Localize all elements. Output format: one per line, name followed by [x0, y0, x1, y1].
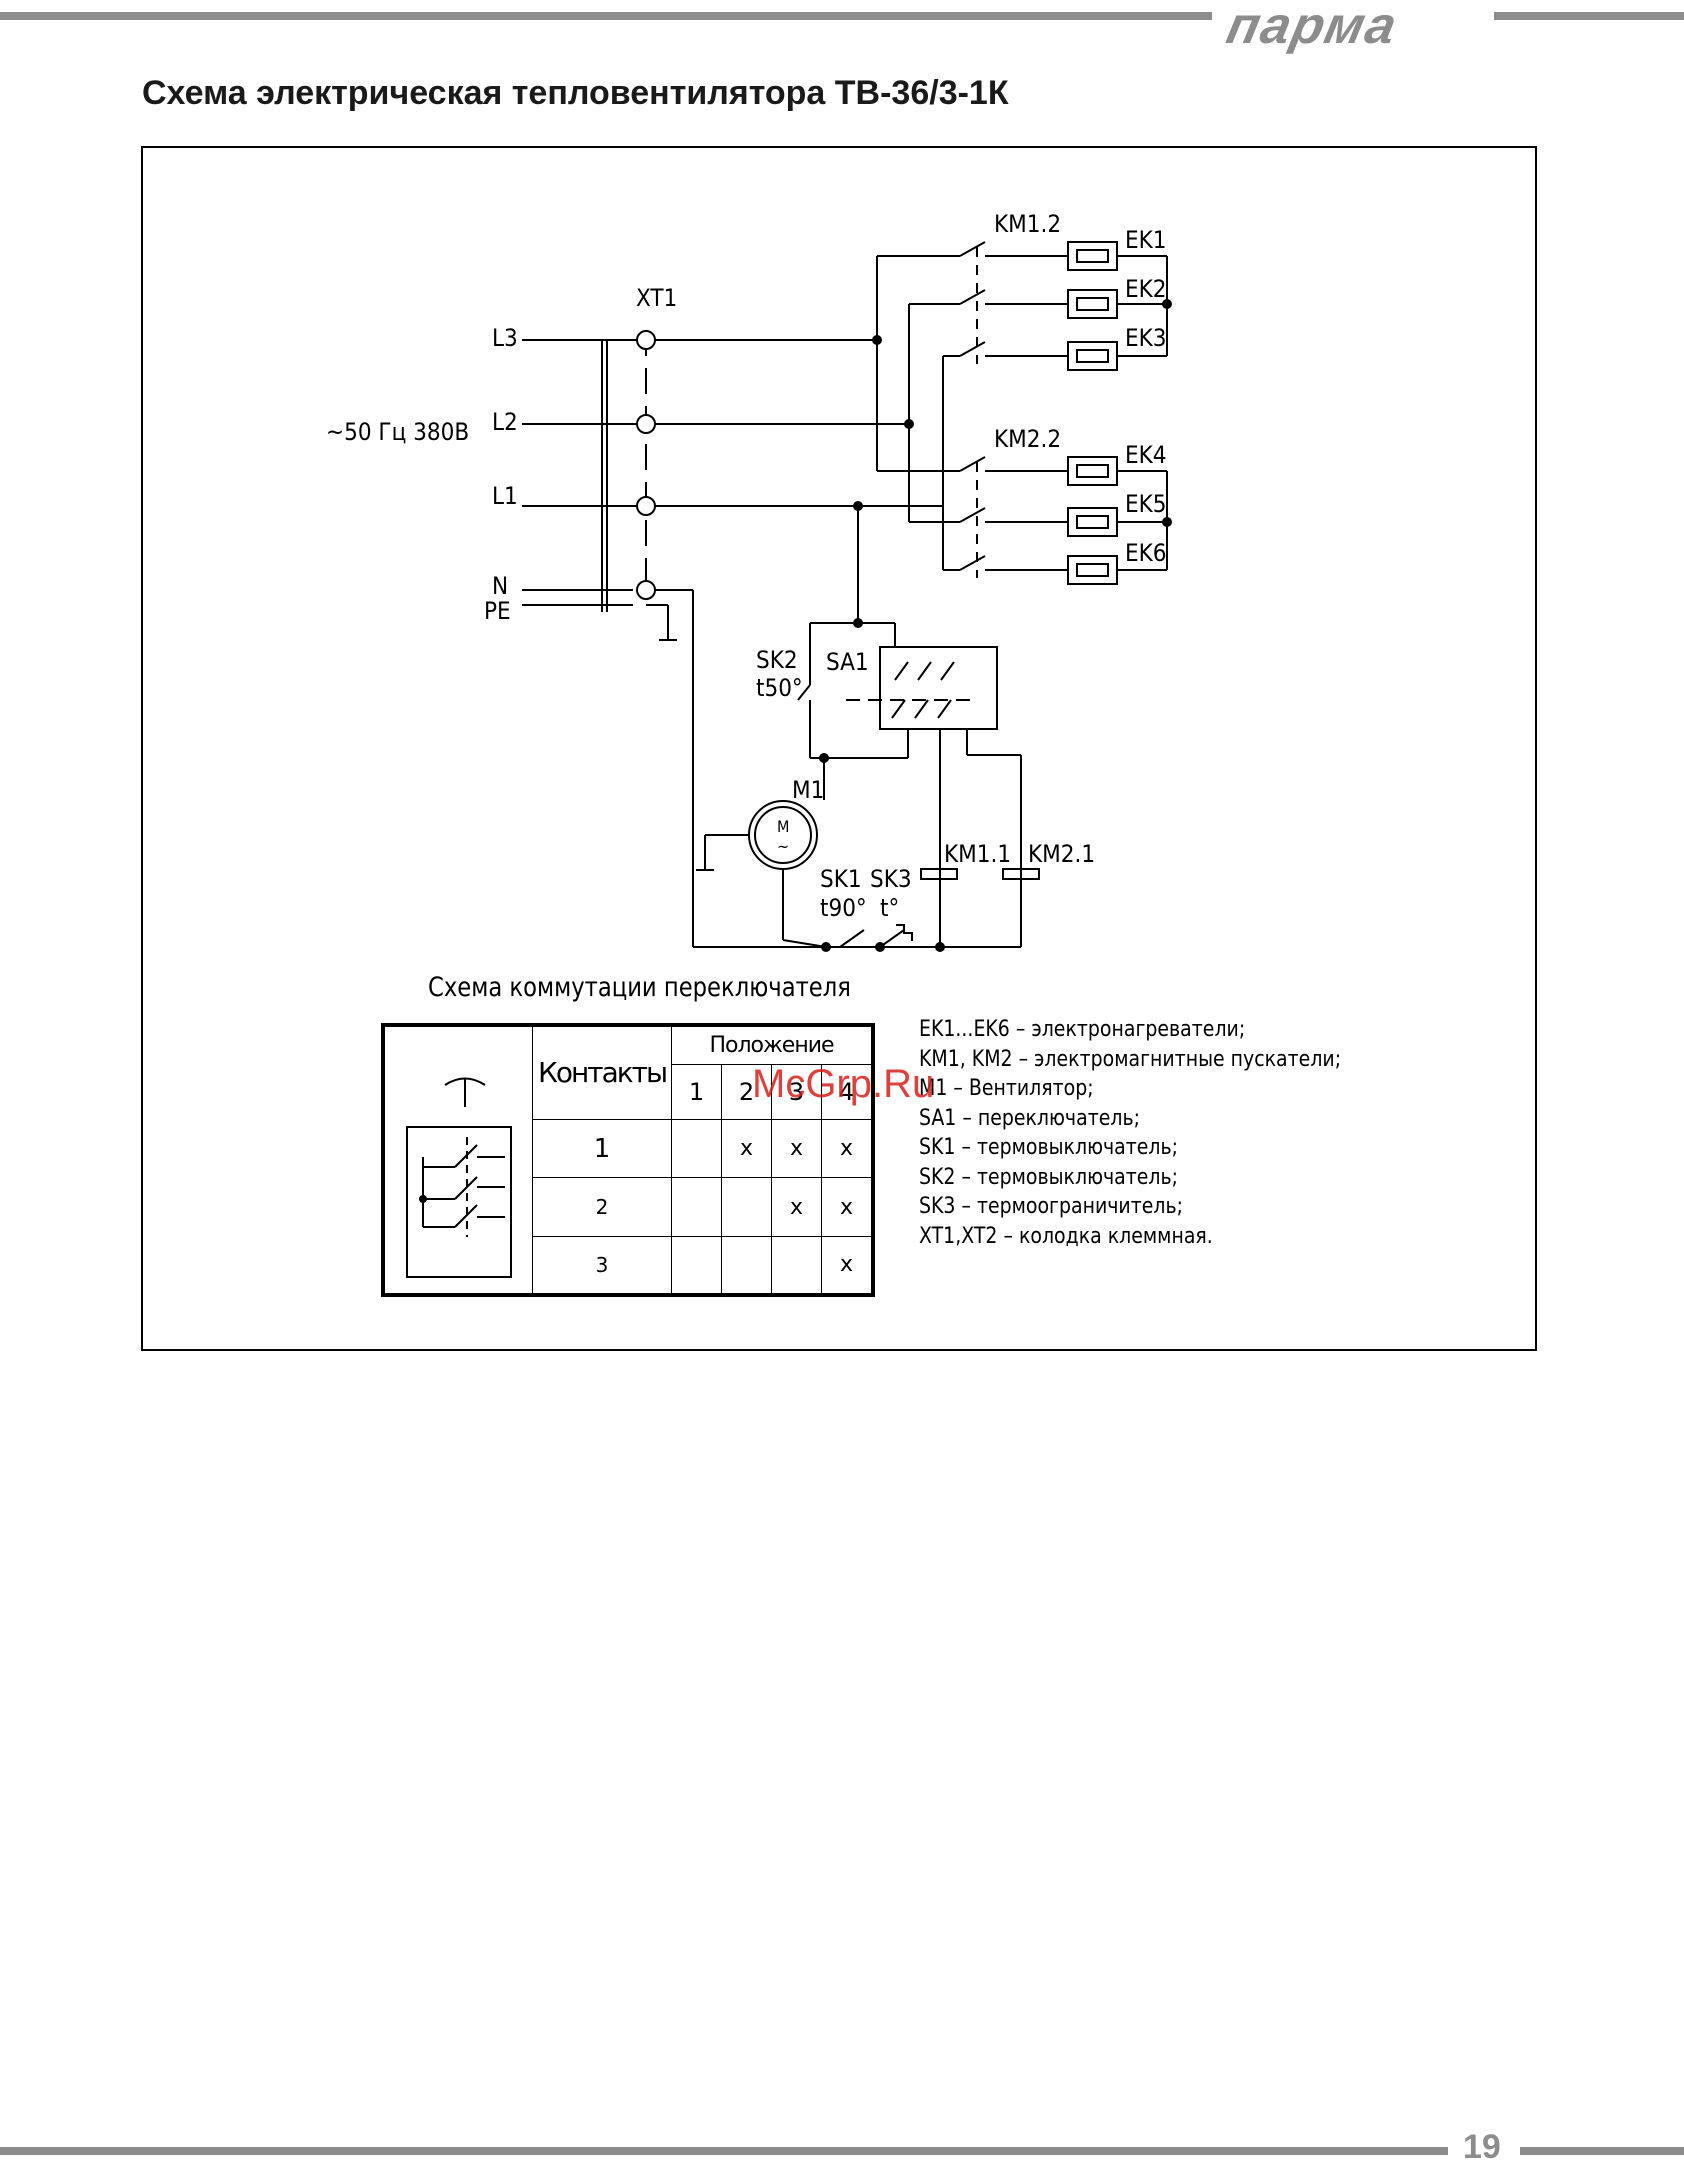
legend-item: M1 – Вентилятор;	[919, 1076, 1094, 1101]
label-l1: L1	[492, 482, 518, 510]
label-ek6: EK6	[1125, 539, 1167, 567]
table-row: 2 x x	[383, 1177, 874, 1237]
contact-mark	[771, 1235, 822, 1296]
motor-m-label: M	[777, 817, 789, 836]
contact-label: 3	[532, 1235, 672, 1296]
legend-item: SK1 – термовыключатель;	[919, 1135, 1179, 1160]
diagram-frame	[141, 146, 1537, 1351]
label-km11: KM1.1	[944, 840, 1011, 868]
position-col-4: 4	[821, 1063, 874, 1120]
label-sk1: SK1	[820, 865, 862, 893]
legend: EK1...EK6 – электронагреватели; KM1, KM2…	[919, 1015, 1435, 1251]
contact-mark	[721, 1235, 772, 1296]
position-col-2: 2	[721, 1063, 772, 1120]
label-km21: KM2.1	[1028, 840, 1095, 868]
label-sk2-temp: t50°	[756, 674, 803, 702]
contact-mark: x	[821, 1118, 874, 1179]
contact-mark: x	[771, 1177, 822, 1237]
position-col-1: 1	[671, 1063, 722, 1120]
position-header: Положение	[671, 1024, 874, 1065]
switch-table-title: Схема коммутации переключателя	[428, 972, 851, 1003]
label-m1: M1	[792, 776, 824, 804]
contact-mark: x	[771, 1118, 822, 1179]
legend-item: XT1,XT2 – колодка клеммная.	[919, 1223, 1213, 1249]
footer-rule-left	[0, 2147, 1448, 2155]
label-supply: ~50 Гц 380В	[326, 418, 469, 446]
contacts-header: Контакты	[532, 1024, 672, 1120]
switch-symbol-icon	[406, 1077, 512, 1278]
contact-mark: x	[721, 1118, 772, 1179]
watermark: McGrp.Ru	[752, 1062, 935, 1106]
header-rule-right	[1494, 12, 1684, 20]
footer-rule-right	[1520, 2147, 1684, 2155]
label-n: N	[492, 572, 508, 600]
contact-mark	[721, 1177, 772, 1237]
label-l3: L3	[492, 324, 518, 352]
contact-mark	[671, 1118, 722, 1179]
header-rule-left	[0, 12, 1212, 20]
label-pe: PE	[484, 597, 511, 625]
contact-label: 2	[532, 1177, 672, 1237]
label-sk1-temp: t90°	[820, 894, 867, 922]
label-l2: L2	[492, 408, 518, 436]
label-sa1: SA1	[826, 648, 869, 676]
label-sk2: SK2	[756, 646, 798, 674]
legend-item: EK1...EK6 – электронагреватели;	[919, 1017, 1246, 1042]
motor-ac-label: ~	[777, 837, 789, 856]
page-number: 19	[1463, 2128, 1501, 2166]
table-row: 1 x x x	[383, 1118, 874, 1179]
circuit-diagram: XT1 ~50 Гц 380В L3 L2 L1 N PE KM1.2 KM2.…	[326, 210, 1172, 952]
contact-mark: x	[821, 1235, 874, 1296]
label-ek4: EK4	[1125, 441, 1167, 469]
label-ek2: EK2	[1125, 275, 1167, 303]
legend-item: SK2 – термовыключатель;	[919, 1164, 1179, 1190]
legend-item: SK3 – термоограничитель;	[919, 1194, 1184, 1219]
position-col-3: 3	[771, 1063, 822, 1120]
switch-table: Контакты Положение 1 2 3 4 1 x x x 2 x x…	[381, 1023, 875, 1297]
label-xt1: XT1	[636, 284, 677, 312]
label-sk3-temp: t°	[880, 894, 899, 922]
label-ek5: EK5	[1125, 490, 1167, 518]
label-sk3: SK3	[870, 865, 912, 893]
contact-mark	[671, 1177, 722, 1237]
contact-label: 1	[532, 1118, 672, 1179]
page-title: Схема электрическая тепловентилятора ТВ-…	[142, 74, 1009, 112]
label-km12: KM1.2	[994, 210, 1061, 238]
label-ek1: EK1	[1125, 226, 1167, 254]
label-ek3: EK3	[1125, 324, 1167, 352]
contact-mark: x	[821, 1177, 874, 1237]
switch-symbol-cell	[382, 1024, 533, 1296]
contact-mark	[671, 1235, 722, 1296]
legend-item: SA1 – переключатель;	[919, 1105, 1140, 1131]
legend-item: KM1, KM2 – электромагнитные пускатели;	[919, 1046, 1342, 1072]
table-row: 3 x	[383, 1235, 874, 1296]
label-km22: KM2.2	[994, 425, 1061, 453]
